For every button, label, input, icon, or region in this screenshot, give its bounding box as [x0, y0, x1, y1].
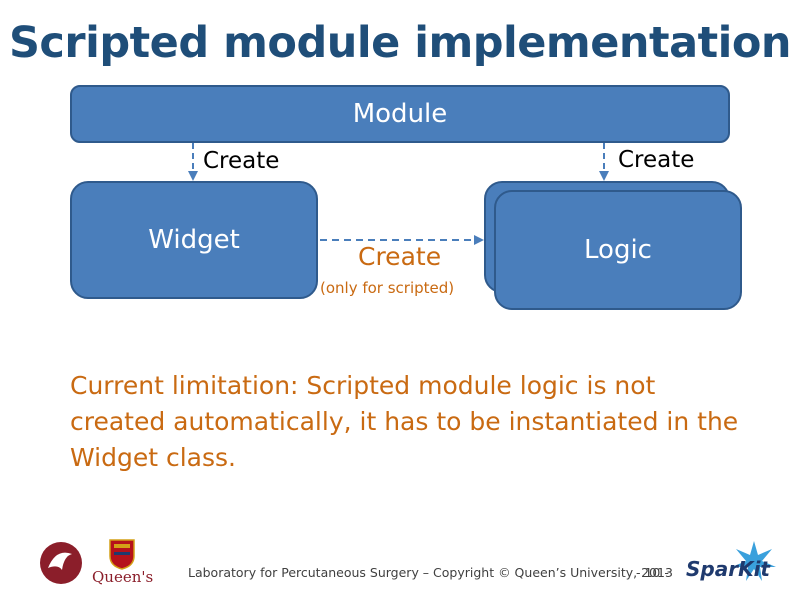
spark-star-icon — [732, 541, 776, 581]
widget-box: Widget — [70, 181, 318, 299]
create-label-widget: Create — [203, 148, 280, 174]
perk-logo — [38, 540, 84, 590]
create-label-scripted: Create — [358, 242, 442, 271]
module-label: Module — [352, 99, 448, 129]
logic-label: Logic — [584, 235, 652, 265]
queens-logo: Queen's — [92, 538, 154, 588]
logic-box: Logic — [494, 190, 742, 310]
widget-label: Widget — [148, 225, 240, 255]
module-box: Module — [70, 85, 730, 143]
sparkit-logo-text: SparKit — [686, 557, 770, 581]
queens-logo-text: Queen's — [92, 568, 154, 586]
create-label-logic: Create — [618, 147, 695, 173]
queens-crest-icon — [109, 539, 135, 570]
limitation-text: Current limitation: Scripted module logi… — [70, 371, 739, 472]
scripted-only-note: (only for scripted) — [320, 279, 455, 297]
sparkit-logo: SparKit — [686, 541, 786, 595]
page-number: - 10 - — [636, 565, 669, 580]
footer-copyright: Laboratory for Percutaneous Surgery – Co… — [188, 565, 673, 580]
slide-title: Scripted module implementation — [8, 18, 792, 68]
